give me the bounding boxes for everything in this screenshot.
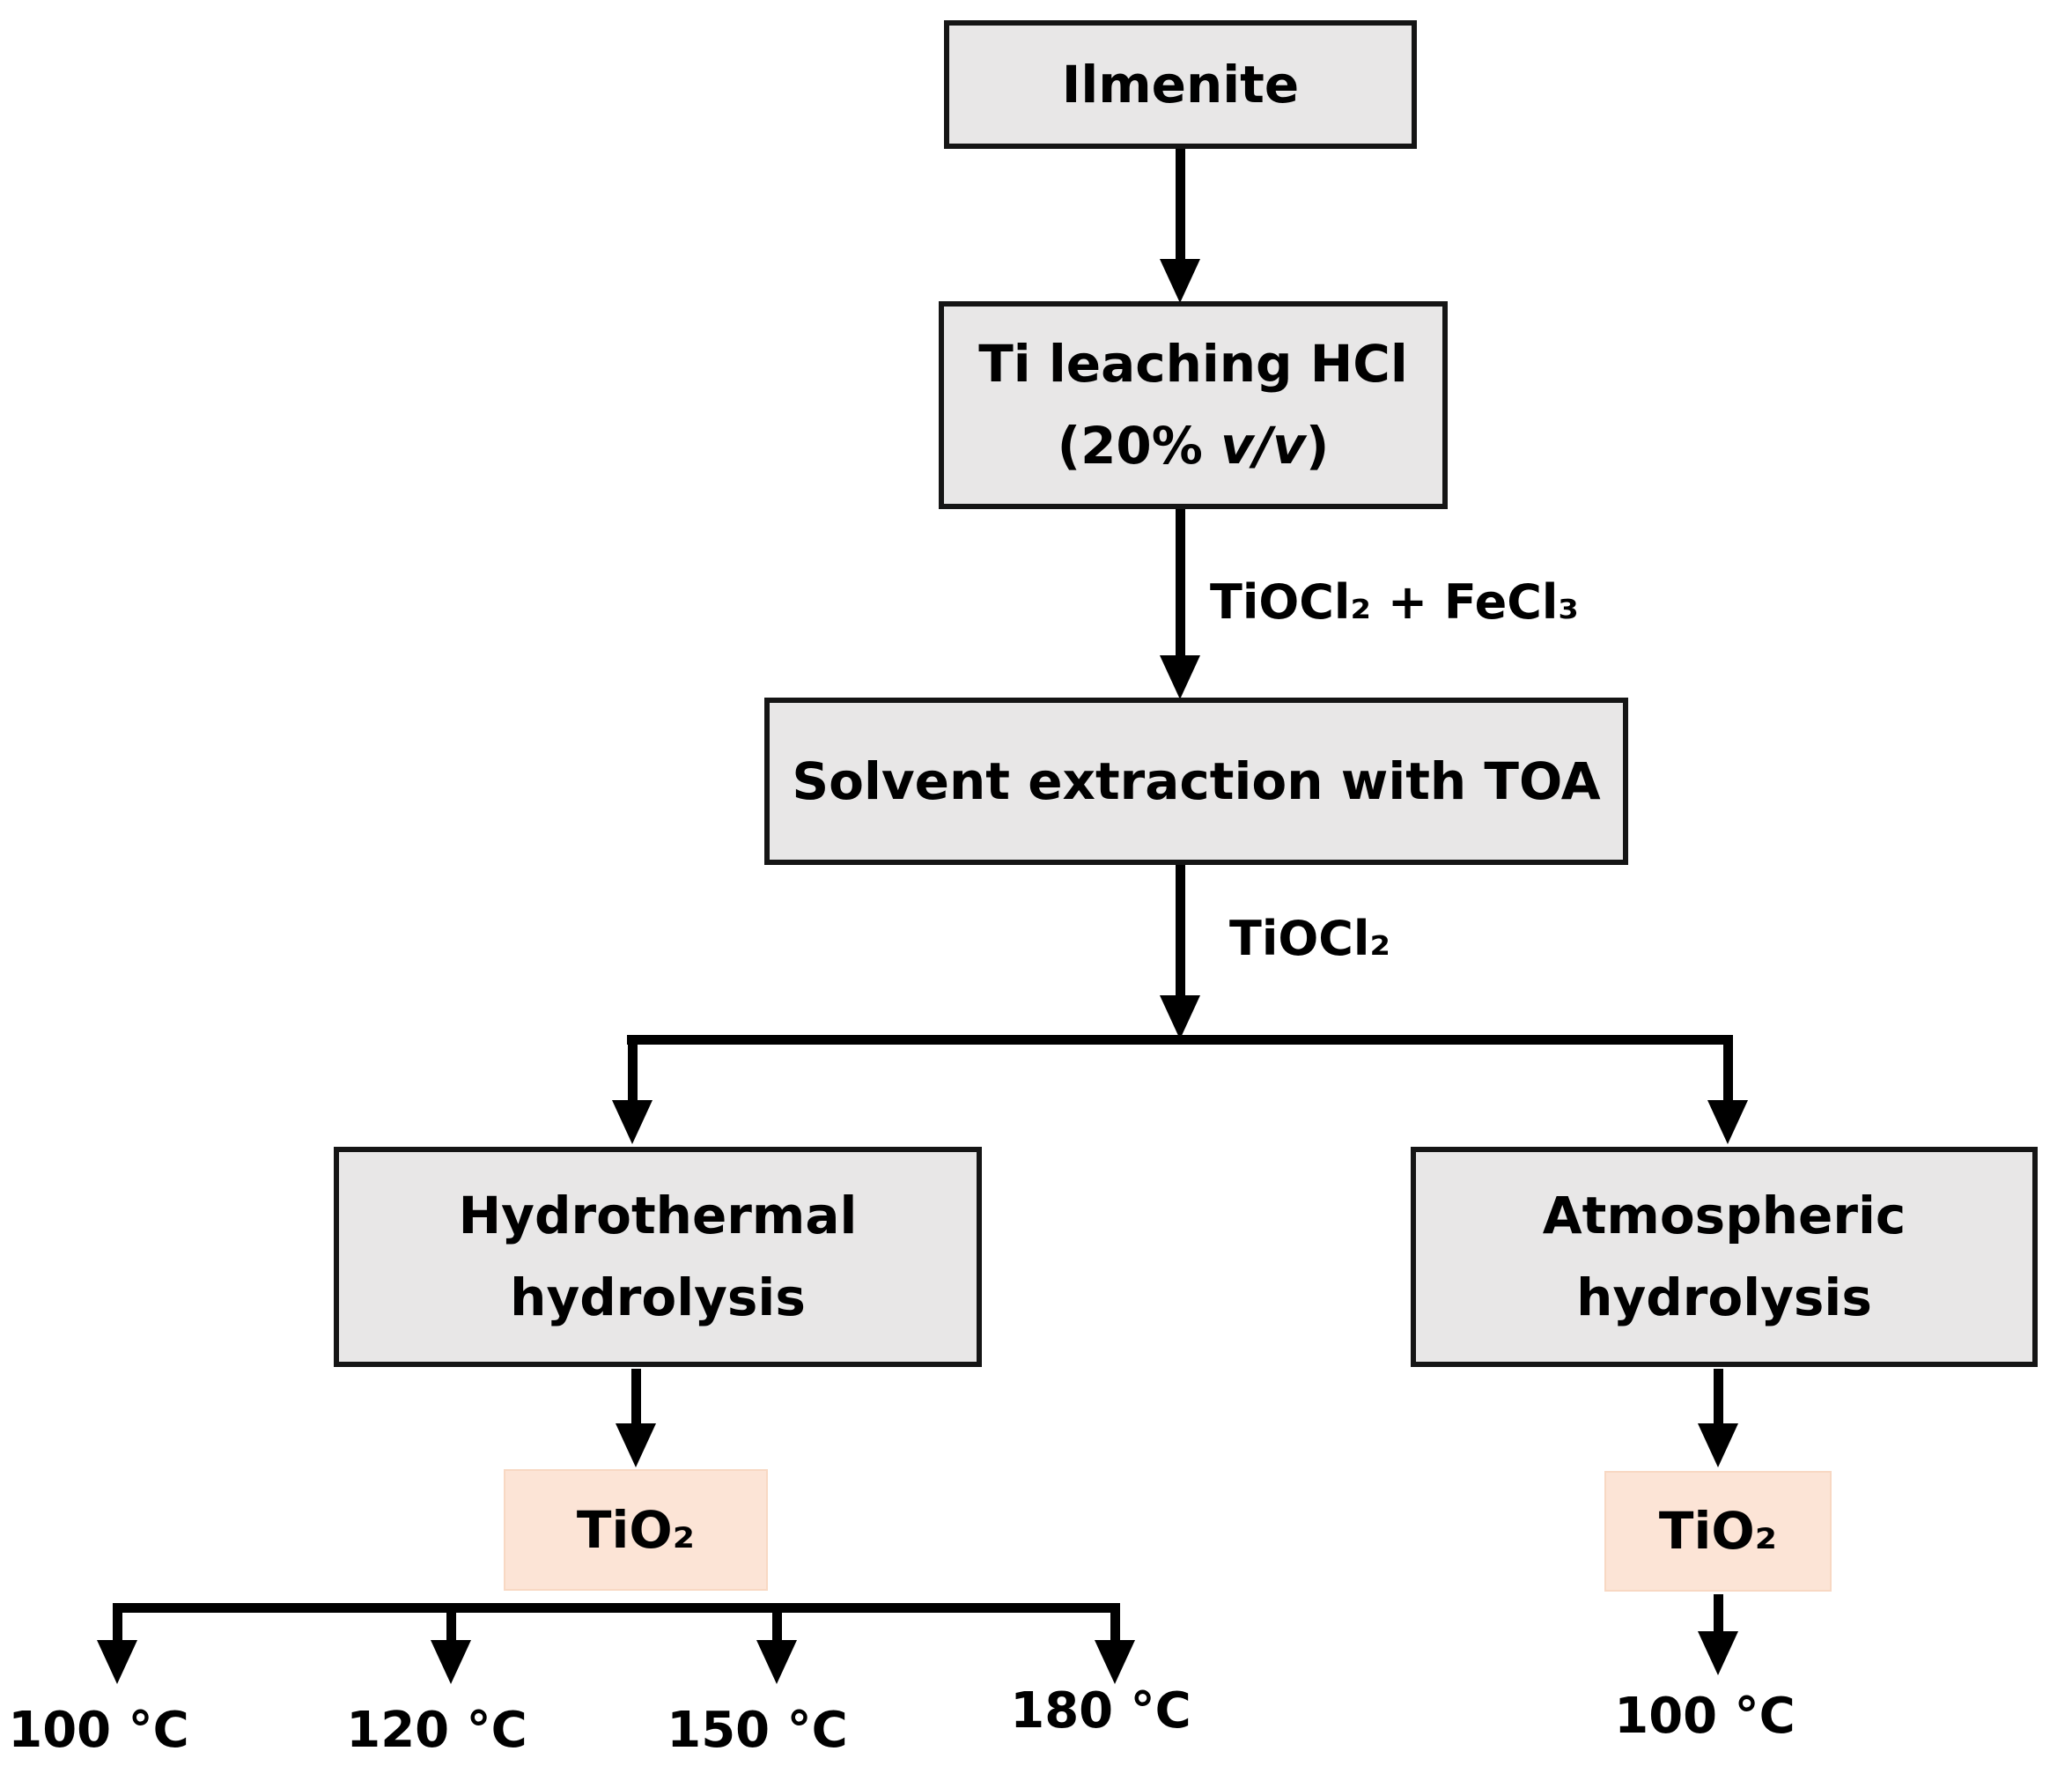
arrow-branch-to-atmospheric	[1707, 1040, 1748, 1144]
temp-label-120c: 120 °C	[346, 1702, 527, 1759]
node-atmospheric-line1: Atmospheric	[1542, 1186, 1906, 1246]
arrow-atmospheric-to-tio2	[1698, 1369, 1738, 1467]
temp-label-right-100c: 100 °C	[1614, 1688, 1795, 1745]
node-tio2-left-label: TiO₂	[576, 1499, 696, 1560]
node-atmospheric-hydrolysis: Atmospheric hydrolysis	[1411, 1147, 2038, 1367]
node-ti-leaching: Ti leaching HCl (20% v/v)	[939, 301, 1448, 509]
arrow-tio2-right-to-temp	[1698, 1594, 1738, 1675]
node-hydrothermal-hydrolysis: Hydrothermal hydrolysis	[334, 1147, 982, 1367]
node-ti-leaching-line2: (20% v/v)	[1057, 416, 1330, 476]
arrow-temp-100	[97, 1607, 137, 1684]
node-tio2-left: TiO₂	[504, 1469, 768, 1591]
node-tio2-right: TiO₂	[1604, 1471, 1832, 1592]
node-solvent-extraction: Solvent extraction with TOA	[764, 698, 1628, 865]
node-ti-leaching-line1: Ti leaching HCl	[978, 334, 1408, 395]
arrow-branch-to-hydrothermal	[612, 1040, 653, 1144]
node-ilmenite-label: Ilmenite	[1061, 54, 1300, 115]
node-tio2-right-label: TiO₂	[1658, 1501, 1778, 1562]
node-atmospheric-line2: hydrolysis	[1576, 1267, 1872, 1327]
edge-label-tiocl2-fecl3: TiOCl₂ + FeCl₃	[1210, 574, 1580, 630]
arrow-temp-150	[756, 1607, 797, 1684]
temperature-branch-line	[113, 1603, 1120, 1613]
arrow-temp-120	[431, 1607, 471, 1684]
arrow-ilmenite-to-ti-leaching	[1160, 149, 1200, 303]
edge-label-tiocl2: TiOCl₂	[1229, 911, 1391, 966]
temp-label-100c: 100 °C	[8, 1702, 189, 1759]
branch-connector-line	[627, 1035, 1733, 1045]
node-ilmenite: Ilmenite	[944, 20, 1417, 149]
node-hydrothermal-line2: hydrolysis	[510, 1267, 806, 1327]
temp-label-180c: 180 °C	[1010, 1682, 1191, 1740]
arrow-solvent-extraction-to-branch	[1160, 865, 1200, 1039]
temp-label-150c: 150 °C	[667, 1702, 848, 1759]
arrow-temp-180	[1095, 1607, 1135, 1684]
node-solvent-extraction-label: Solvent extraction with TOA	[792, 750, 1601, 811]
arrow-hydrothermal-to-tio2	[616, 1369, 656, 1467]
arrow-ti-leaching-to-solvent-extraction	[1160, 509, 1200, 699]
node-hydrothermal-line1: Hydrothermal	[458, 1186, 858, 1246]
